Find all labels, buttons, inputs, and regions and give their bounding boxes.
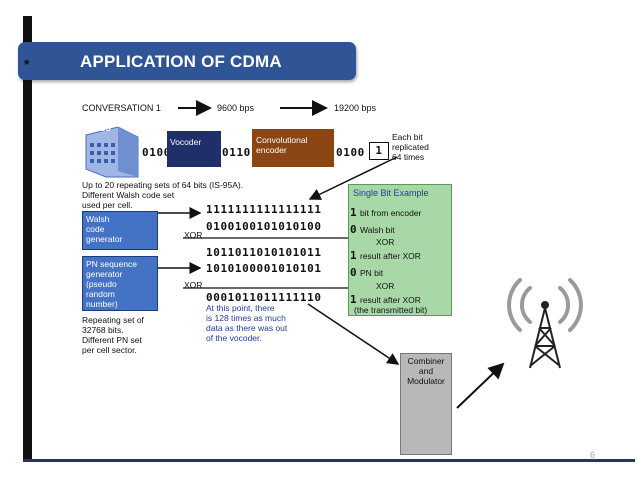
walsh-box-line1: Walsh (86, 214, 110, 224)
bit-row-encoder: 1111111111111111 (206, 203, 322, 216)
single-bit-value: 0 (350, 223, 358, 236)
at-point-line3: data as there was out (206, 323, 288, 333)
single-bit-example-panel: Single Bit Example (348, 184, 452, 316)
rate-19200: 19200 bps (334, 103, 377, 113)
pn-generator-box: PN sequence generator (pseudo random num… (82, 256, 158, 311)
single-bit-text: bit from encoder (360, 208, 422, 218)
each-bit-line2: replicated (392, 142, 429, 152)
stream-3: 0100 (336, 146, 365, 159)
encoder-box: Convolutional encoder (252, 129, 334, 167)
encoded-bit-box: 1 (369, 142, 389, 160)
single-bit-text: XOR (376, 237, 395, 247)
pn-note-line1: Repeating set of (82, 315, 144, 325)
conversation-label: CONVERSATION 1 (82, 103, 161, 113)
single-bit-text: PN bit (360, 268, 384, 278)
combiner-line1: Combiner (407, 356, 445, 366)
stream-1: 0100 (142, 146, 171, 159)
pn-box-line1: PN sequence (86, 259, 138, 269)
single-bit-title: Single Bit Example (353, 188, 429, 198)
walsh-box-line3: generator (86, 234, 123, 244)
bottom-rule (23, 459, 635, 462)
single-bit-text: Walsh bit (360, 225, 395, 235)
walsh-note-line2: Different Walsh code set (82, 190, 175, 200)
pn-note-line3: Different PN set (82, 335, 142, 345)
vocoder-label: Vocoder (170, 137, 202, 147)
at-point-line1: At this point, there (206, 303, 275, 313)
walsh-note-line1: Up to 20 repeating sets of 64 bits (IS-9… (82, 180, 244, 190)
single-bit-text: (the transmitted bit) (354, 305, 428, 315)
xor-label-2: XOR (184, 280, 203, 290)
bit-row-xor1: 1011011010101011 (206, 246, 322, 259)
single-bit-text: result after XOR (360, 251, 421, 261)
slide-title: APPLICATION OF CDMA (80, 52, 282, 71)
walsh-box-line2: code (86, 224, 105, 234)
each-bit-line1: Each bit (392, 132, 423, 142)
at-this-point-note: At this point, there is 128 times as muc… (206, 303, 287, 343)
pn-note-line4: per cell sector. (82, 345, 137, 355)
encoder-label-line1: Convolutional (256, 135, 308, 145)
pn-box-line3: (pseudo (86, 279, 117, 289)
vocoder-box: Vocoder (167, 131, 221, 167)
telco-building-icon (82, 121, 142, 179)
encoder-label-line2: encoder (256, 145, 287, 155)
bit-row-walsh: 0100100101010100 (206, 220, 322, 233)
encoded-bit: 1 (375, 144, 383, 157)
at-point-line2: is 128 times as much (206, 313, 286, 323)
pn-box-line4: random (86, 289, 115, 299)
combiner-line2: and (418, 366, 434, 376)
at-point-line4: of the vocoder. (206, 333, 262, 343)
left-accent-bar (23, 16, 32, 462)
single-bit-text: XOR (376, 281, 395, 291)
single-bit-value: 1 (350, 206, 358, 219)
single-bit-value: 1 (350, 293, 358, 306)
antenna-tower-icon (500, 270, 590, 370)
arrow-to-bits (308, 156, 398, 200)
stream-2: 0110 (222, 146, 251, 159)
rate-9600: 9600 bps (217, 103, 255, 113)
single-bit-value: 1 (350, 249, 358, 262)
combiner-line3: Modulator (407, 376, 445, 386)
arrow-to-combiner (307, 303, 400, 365)
bit-row-pn: 1010100001010101 (206, 262, 322, 275)
pn-note: Repeating set of 32768 bits. Different P… (82, 315, 144, 355)
pn-note-line2: 32768 bits. (82, 325, 124, 335)
single-bit-value: 0 (350, 266, 358, 279)
each-bit-note: Each bit replicated 64 times (392, 132, 429, 162)
bit-row-transmitted: 0001011011111110 (206, 291, 322, 304)
arrow-to-tower (456, 362, 505, 409)
single-bit-text: result after XOR (360, 295, 421, 305)
bullet-marker: * (24, 56, 30, 72)
page-number: 6 (590, 450, 596, 460)
walsh-generator-box: Walsh code generator (82, 211, 158, 250)
walsh-note-line3: used per cell. (82, 200, 133, 210)
each-bit-line3: 64 times (392, 152, 425, 162)
walsh-note: Up to 20 repeating sets of 64 bits (IS-9… (82, 180, 243, 210)
xor-label-1: XOR (184, 230, 203, 240)
pn-box-line5: number) (86, 299, 118, 309)
telco-label: Telco (88, 123, 111, 133)
combiner-modulator-box: Combiner and Modulator (400, 353, 452, 455)
title-banner (18, 42, 356, 80)
pn-box-line2: generator (86, 269, 123, 279)
